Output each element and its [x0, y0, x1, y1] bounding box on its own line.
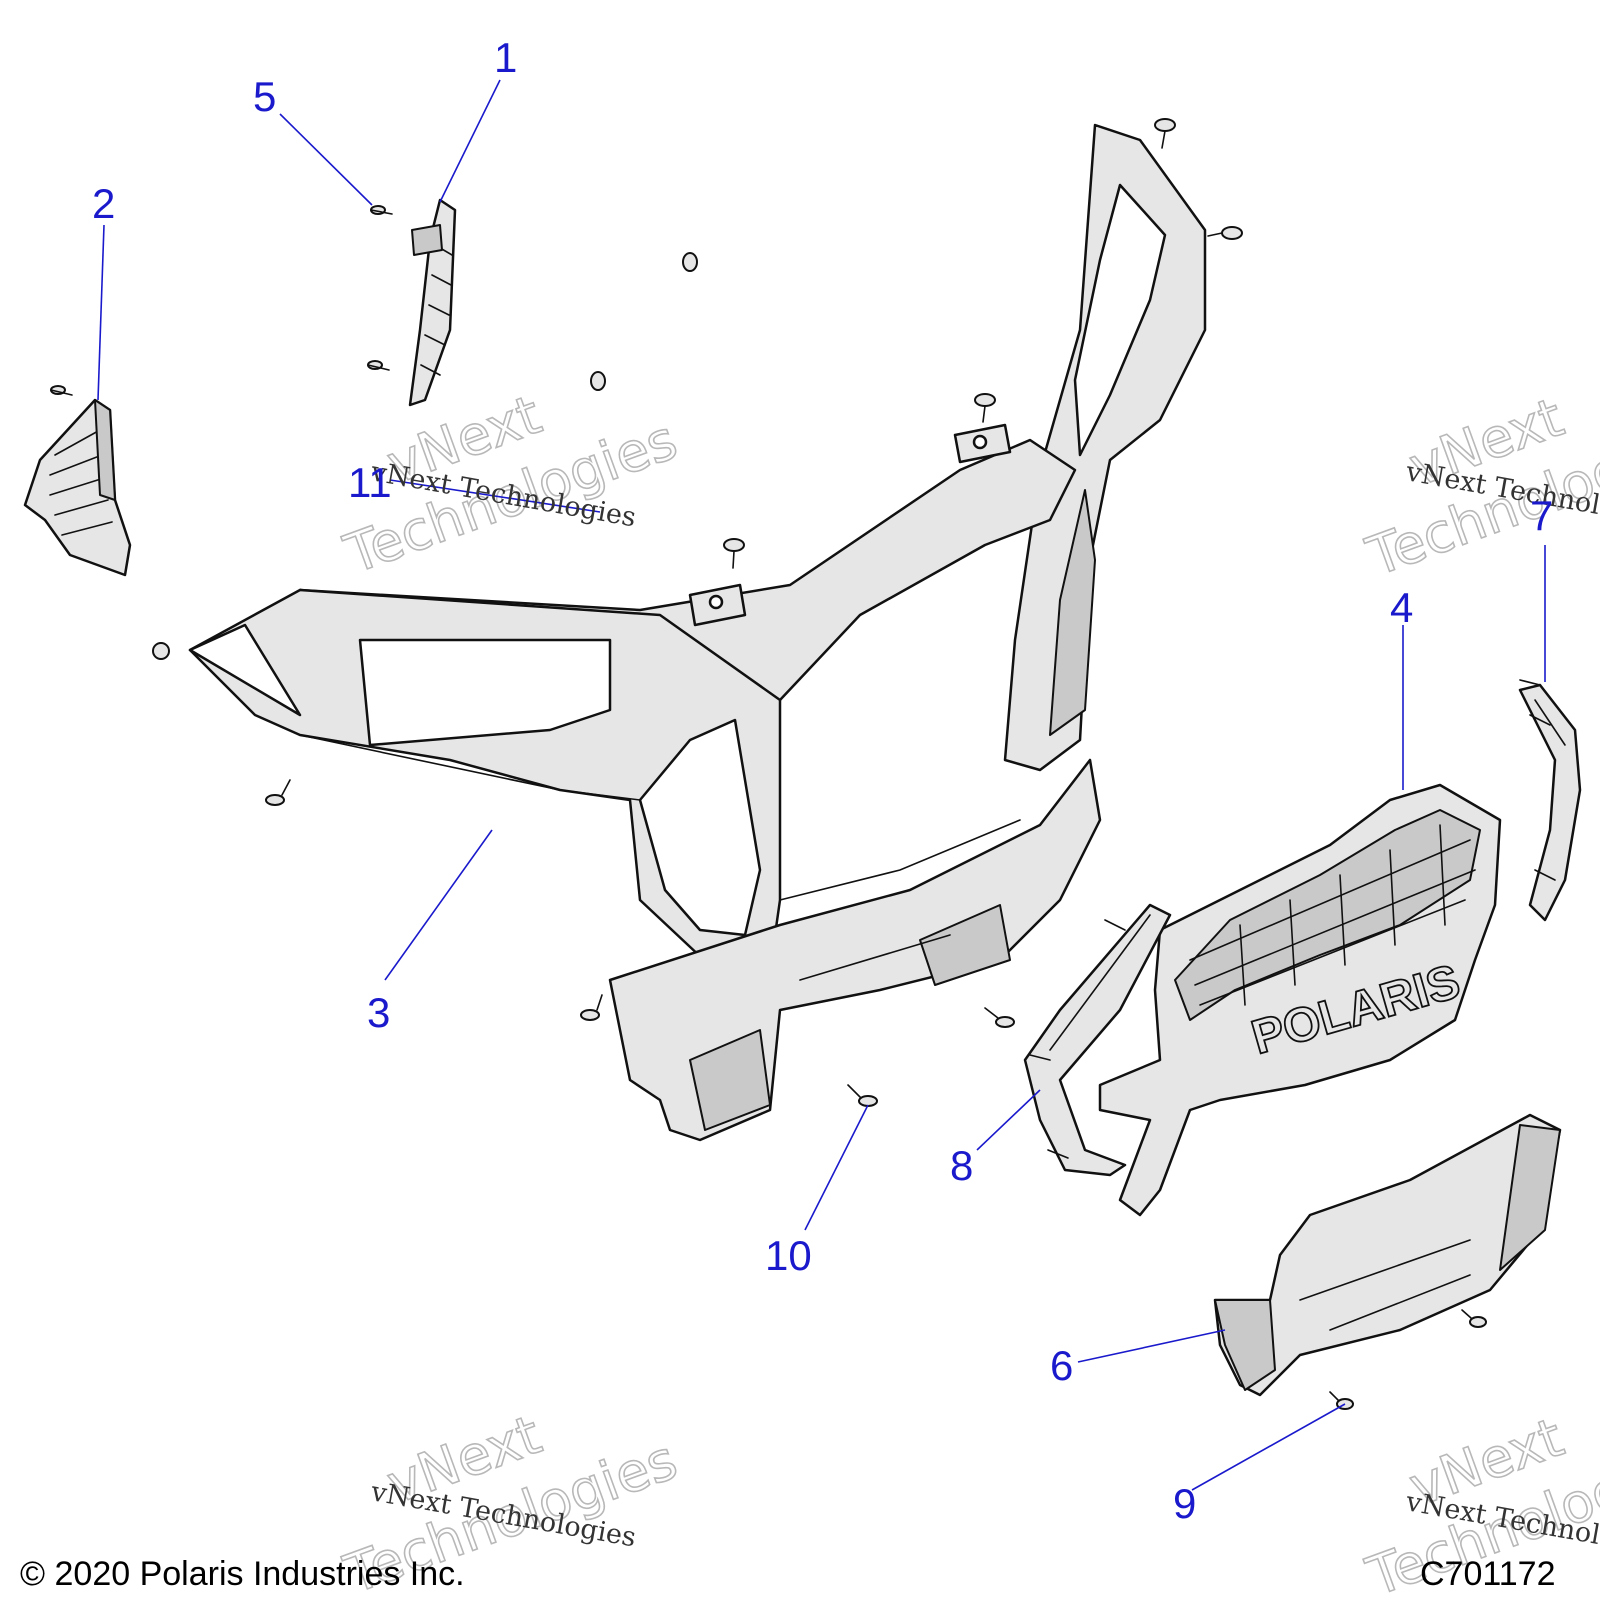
drawing-id: C701172: [1420, 1555, 1556, 1593]
callout-number: 8: [950, 1142, 973, 1189]
leader-line-10: [804, 1104, 869, 1231]
callout-number: 6: [1050, 1342, 1073, 1389]
fastener-push-rivet: [265, 779, 291, 806]
leader-line-6: [1077, 1329, 1226, 1363]
fastener-group: [50, 118, 1556, 1410]
fastener-push-rivet: [723, 538, 745, 569]
callout-group: 1 2 3 4 5 6 7 8 9 10 11: [92, 34, 1553, 1527]
callout-number: 7: [1530, 492, 1553, 539]
leader-line-3: [384, 829, 493, 981]
leader-line-5: [279, 113, 373, 206]
leader-line-8: [976, 1089, 1041, 1151]
fastener-nut: [682, 252, 698, 272]
fastener-push-rivet: [847, 1084, 878, 1107]
fastener-nut: [590, 371, 606, 391]
fastener-clip: [1519, 679, 1556, 881]
part-small-grille-right: [408, 198, 457, 407]
callout-number: 1: [494, 34, 517, 81]
fastener-clip: [1029, 919, 1126, 1159]
fastener-push-rivet: [580, 994, 603, 1021]
copyright-text: © 2020 Polaris Industries Inc.: [20, 1555, 465, 1593]
callout-number: 2: [92, 180, 115, 227]
fastener-push-rivet: [1207, 226, 1243, 240]
part-front-bumper-frame: [188, 123, 1207, 1142]
part-lower-skid-panel: [1213, 1113, 1562, 1397]
part-trim-strip-right: [1518, 683, 1582, 922]
fastener-push-rivet: [370, 205, 393, 215]
fastener-push-rivet: [367, 360, 390, 371]
callout-number: 5: [253, 73, 276, 120]
fastener-push-rivet: [50, 385, 73, 396]
callout-number: 9: [1173, 1480, 1196, 1527]
leader-line-9: [1191, 1403, 1346, 1491]
callout-number: 3: [367, 989, 390, 1036]
leader-line-1: [439, 79, 501, 203]
fastener-push-rivet: [974, 393, 996, 423]
fastener-nut: [152, 642, 170, 660]
part-trim-strip-left: [1023, 903, 1172, 1177]
part-main-grille: POLARIS: [1098, 783, 1502, 1217]
part-side-grille-left: [23, 398, 132, 577]
leader-lines: [97, 79, 1546, 1491]
leader-line-2: [97, 224, 105, 401]
callout-number: 11: [348, 459, 392, 506]
leader-line-11: [389, 479, 601, 513]
fastener-push-rivet: [1461, 1309, 1487, 1328]
callout-number: 4: [1390, 584, 1413, 631]
fastener-push-rivet: [984, 1007, 1015, 1028]
fastener-push-rivet: [1154, 118, 1176, 149]
callout-number: 10: [765, 1232, 812, 1279]
